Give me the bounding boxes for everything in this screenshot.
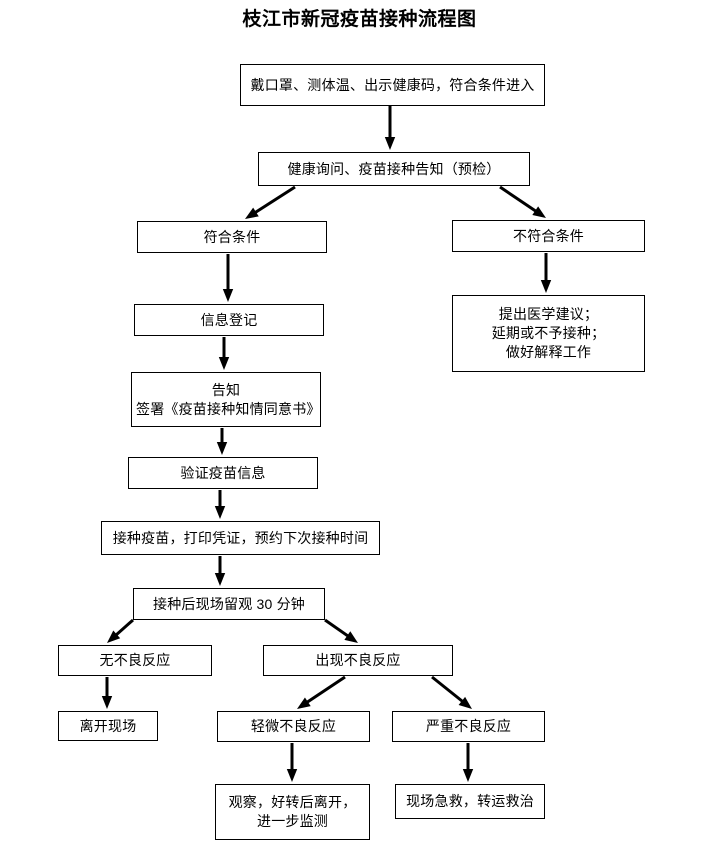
flow-node-label: 观察，好转后离开， 进一步监测	[228, 794, 357, 829]
flow-arrow-head	[216, 442, 228, 455]
page-title: 枝江市新冠疫苗接种流程图	[242, 9, 477, 30]
flow-arrow	[297, 675, 346, 709]
flow-arrow	[499, 185, 546, 218]
flow-arrow	[214, 556, 226, 586]
flow-arrow-head	[218, 357, 230, 370]
flow-node: 观察，好转后离开， 进一步监测	[215, 784, 370, 840]
flow-arrow-line	[324, 618, 350, 638]
flow-node: 离开现场	[58, 711, 158, 741]
flow-node: 符合条件	[137, 221, 327, 253]
flow-arrow-line	[431, 675, 465, 704]
flow-arrow-head	[297, 697, 311, 709]
flow-node-label: 出现不良反应	[315, 652, 401, 668]
flow-arrow	[101, 677, 113, 709]
flow-arrow-line	[114, 618, 134, 637]
flow-arrow-head	[214, 506, 226, 519]
flow-arrow-head	[462, 769, 474, 782]
flow-node: 信息登记	[134, 304, 324, 336]
flow-node-label: 验证疫苗信息	[180, 464, 266, 481]
flow-node: 提出医学建议； 延期或不予接种； 做好解释工作	[452, 295, 645, 372]
flow-arrow-head	[101, 696, 113, 709]
flow-arrow	[384, 106, 396, 150]
flow-node-label: 戴口罩、测体温、出示健康码，符合条件进入	[250, 76, 535, 93]
flow-arrow	[107, 618, 134, 643]
flow-arrow-head	[222, 289, 234, 302]
flow-node: 无不良反应	[58, 645, 212, 676]
flow-node-label: 符合条件	[203, 228, 261, 245]
flow-node-label: 信息登记	[200, 311, 258, 328]
flow-arrow-line	[253, 185, 296, 215]
flow-node: 严重不良反应	[392, 711, 545, 742]
flow-arrow-line	[305, 675, 346, 705]
flow-node-label: 提出医学建议； 延期或不予接种； 做好解释工作	[491, 306, 606, 360]
flow-node: 验证疫苗信息	[128, 457, 318, 489]
flow-arrow	[216, 428, 228, 455]
flow-node-label: 离开现场	[79, 717, 137, 734]
flow-node-label: 不符合条件	[513, 227, 584, 244]
flow-arrow	[431, 675, 472, 709]
flow-node-label: 无不良反应	[99, 652, 171, 668]
flow-arrow	[286, 743, 298, 782]
flow-node-label: 健康询问、疫苗接种告知（预检）	[287, 160, 501, 177]
flow-arrow-head	[384, 137, 396, 150]
flow-node-label: 现场急救，转运救治	[406, 793, 534, 809]
flow-arrow	[540, 253, 552, 293]
flow-node: 不符合条件	[452, 220, 645, 252]
flow-node-label: 接种后现场留观 30 分钟	[153, 595, 305, 612]
flow-arrow	[462, 743, 474, 782]
flow-node: 接种疫苗，打印凭证，预约下次接种时间	[101, 521, 380, 555]
flow-arrow-head	[245, 207, 259, 219]
flow-arrow-head	[532, 206, 546, 218]
flow-arrow-head	[344, 631, 358, 643]
flow-node-label: 告知 签署《疫苗接种知情同意书》	[136, 381, 321, 417]
flow-arrow-head	[214, 573, 226, 586]
flow-arrow	[324, 618, 358, 643]
flow-node-label: 严重不良反应	[425, 718, 512, 734]
flow-arrow	[222, 254, 234, 302]
flow-arrow	[214, 490, 226, 519]
flow-node-label: 接种疫苗，打印凭证，预约下次接种时间	[112, 529, 369, 546]
flow-arrow	[218, 337, 230, 370]
flow-node: 轻微不良反应	[217, 711, 370, 742]
flow-arrow-head	[540, 280, 552, 293]
flow-arrow-line	[499, 185, 538, 214]
flow-node: 现场急救，转运救治	[395, 784, 545, 819]
flow-node: 健康询问、疫苗接种告知（预检）	[258, 152, 530, 186]
flow-node: 戴口罩、测体温、出示健康码，符合条件进入	[240, 64, 545, 106]
flow-arrow-head	[107, 630, 121, 643]
flow-node: 告知 签署《疫苗接种知情同意书》	[131, 372, 321, 427]
flow-arrow	[245, 185, 296, 219]
flow-arrow-head	[286, 769, 298, 782]
flow-node: 接种后现场留观 30 分钟	[133, 588, 325, 620]
flow-arrow-head	[458, 696, 472, 709]
flow-node: 出现不良反应	[263, 645, 453, 676]
flow-node-label: 轻微不良反应	[250, 718, 337, 734]
